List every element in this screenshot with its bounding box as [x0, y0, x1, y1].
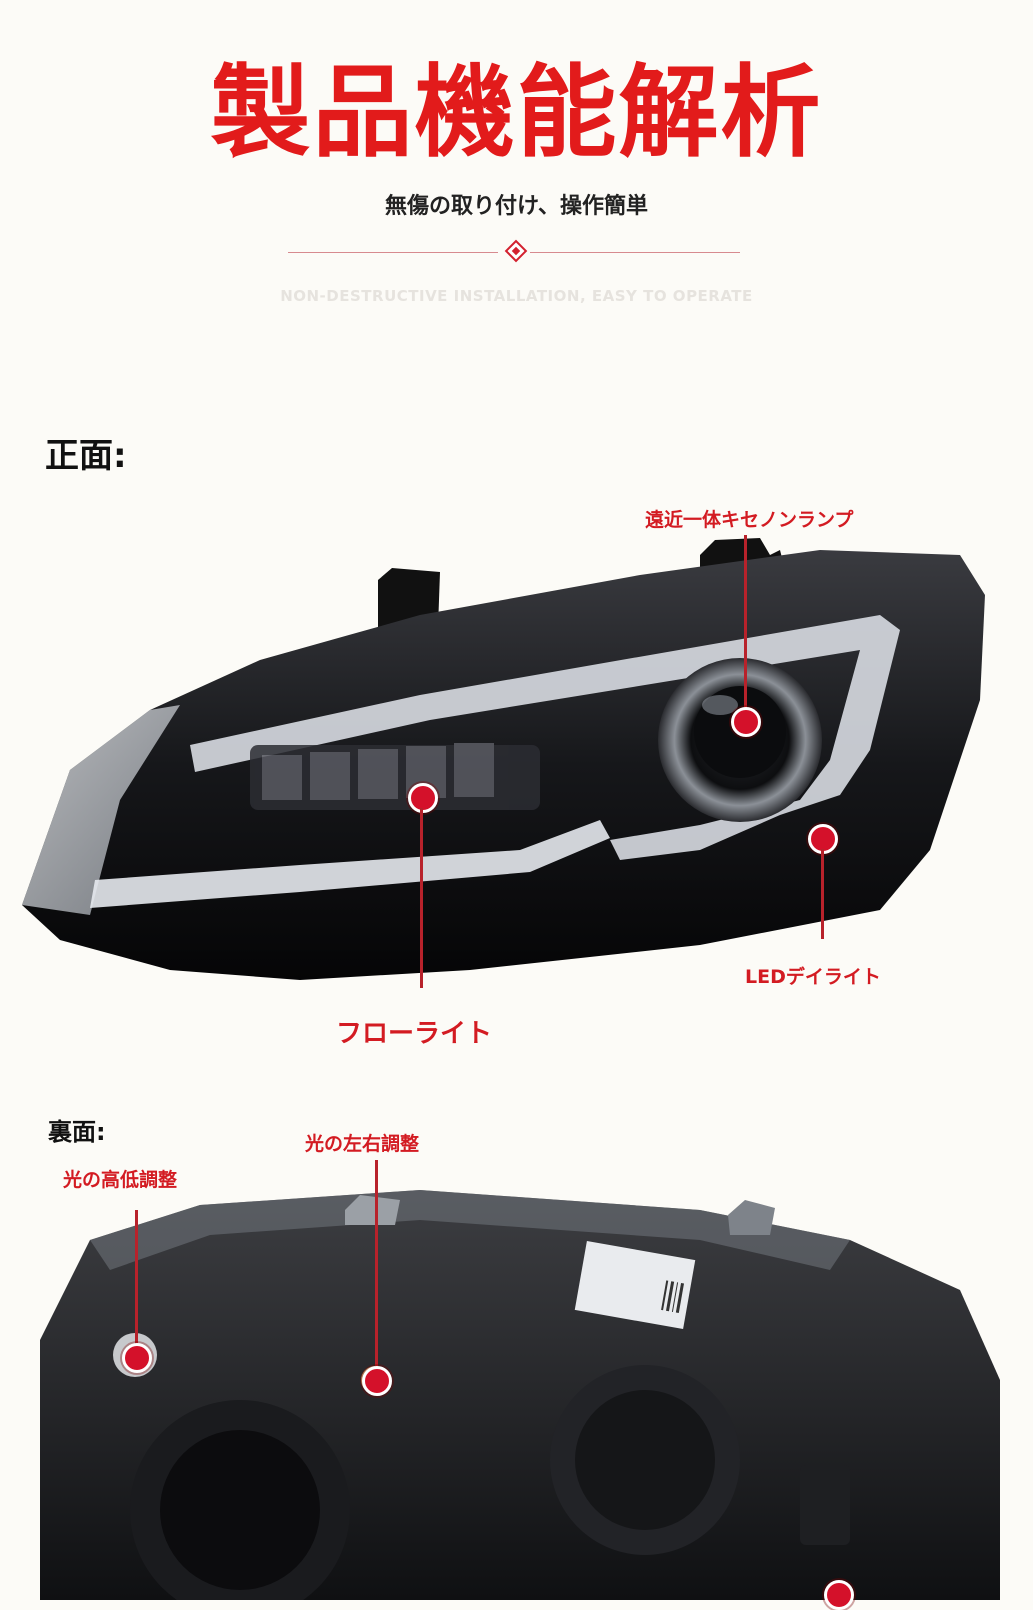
headlight-front-image: [22, 538, 985, 980]
marker-vertical: [122, 1343, 152, 1373]
leader-xenon: [744, 535, 747, 720]
front-label: 正面:: [45, 436, 127, 476]
marker-horizontal: [362, 1366, 392, 1396]
headlight-back-image: [40, 1190, 1000, 1600]
callout-led-drl: LEDデイライト: [745, 966, 881, 988]
callout-horizontal-adjust: 光の左右調整: [305, 1133, 420, 1155]
leader-horizontal: [375, 1160, 378, 1370]
page-subtitle: 無傷の取り付け、操作簡単: [385, 194, 648, 219]
divider-right: [530, 252, 740, 253]
callout-vertical-adjust: 光の高低調整: [63, 1169, 178, 1191]
page-title: 製品機能解析: [210, 54, 823, 171]
leader-drl: [821, 849, 824, 939]
marker-xenon: [731, 707, 761, 737]
marker-flow: [408, 783, 438, 813]
callout-xenon-lamp: 遠近一体キセノンランプ: [645, 509, 854, 531]
leader-flow: [420, 808, 423, 988]
divider-left: [288, 252, 498, 253]
diamond-icon: [504, 239, 528, 263]
leader-vertical: [135, 1210, 138, 1345]
back-label: 裏面:: [48, 1118, 106, 1146]
marker-connector: [824, 1580, 854, 1610]
callout-flow-light: フローライト: [336, 1019, 493, 1049]
english-subtitle: NON-DESTRUCTIVE INSTALLATION, EASY TO OP…: [280, 287, 753, 305]
